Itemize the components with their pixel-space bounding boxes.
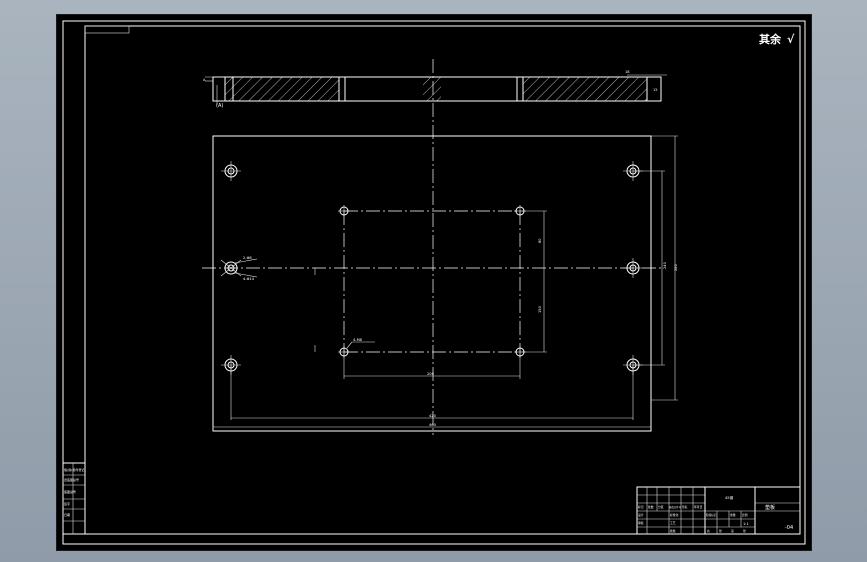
sheet-inner-border xyxy=(84,25,801,535)
tb-cell-2: 分区 xyxy=(658,505,664,509)
title-part-name: 垫板 xyxy=(765,504,775,511)
tb-cell-6: 设计 xyxy=(638,513,644,517)
tb-cell-10: 批准 xyxy=(670,529,676,533)
stamp-row-4: 签字 xyxy=(64,501,70,506)
hole-top-right xyxy=(623,161,643,181)
cad-drawing: 其余 √ A (A) 18 15 xyxy=(62,20,806,545)
stamp-row-2: 旧底图总号 xyxy=(64,477,79,482)
tb-cell-1: 处数 xyxy=(648,505,654,509)
dim-outer-width-b: 460 xyxy=(429,423,437,427)
tb-cell-16: 第 xyxy=(731,529,734,533)
tb-cell-5: 年月日 xyxy=(694,505,703,509)
section-view: A (A) 18 15 xyxy=(203,70,667,109)
dim-inner-height-a: 80 xyxy=(538,238,542,243)
drawing-viewport[interactable]: 其余 √ A (A) 18 15 xyxy=(56,14,812,551)
title-drawing-no: -04 xyxy=(785,525,793,531)
hole-callout-inner: 4-M8 xyxy=(353,338,363,342)
tb-cell-4: 签名 xyxy=(682,505,688,509)
dim-inner-width: 200 xyxy=(427,372,435,376)
hole-bottom-left xyxy=(221,355,241,375)
tb-cell-15: 张 xyxy=(719,529,722,533)
section-marker-a: A xyxy=(203,78,206,82)
stamp-row-3: 底图总号 xyxy=(64,489,76,494)
roughness-symbol: √ xyxy=(787,33,795,46)
plate-outline xyxy=(212,135,652,432)
dim-inner-height-b: 150 xyxy=(538,305,542,313)
tb-cell-3: 更改文件号 xyxy=(669,505,682,509)
tb-cell-7: 标准化 xyxy=(670,513,679,517)
title-material: 45钢 xyxy=(725,495,734,500)
title-block: 45钢 垫板 1:1 -04 标记 处数 分区 更改文件号 签名 年月日 设计 … xyxy=(636,486,801,535)
stamp-row-1: 借(通)用件登记 xyxy=(64,467,84,472)
section-outline xyxy=(212,76,662,102)
tb-cell-13: 比例 xyxy=(742,513,748,517)
hole-bottom-right xyxy=(623,355,643,375)
title-scale: 1:1 xyxy=(743,522,749,526)
left-stamp-table: 借(通)用件登记 旧底图总号 底图总号 签字 日期 xyxy=(62,462,86,535)
surface-roughness-note: 其余 xyxy=(759,32,782,46)
tb-cell-14: 共 xyxy=(707,529,710,533)
small-hole-2 xyxy=(514,205,526,217)
section-label: (A) xyxy=(216,103,223,109)
thickness-top-dim: 18 xyxy=(625,70,630,74)
tb-cell-12: 重量 xyxy=(730,513,736,517)
tb-cell-17: 张 xyxy=(743,529,746,533)
hole-top-left xyxy=(221,161,241,181)
small-hole-1 xyxy=(338,205,350,217)
section-hatch xyxy=(213,77,661,101)
hole-mid-right xyxy=(623,258,643,278)
stamp-row-5: 日期 xyxy=(64,512,70,517)
top-left-label-box xyxy=(84,25,130,34)
tb-cell-0: 标记 xyxy=(638,505,644,509)
plan-view: 240 280 420 460 80 150 200 xyxy=(202,59,678,435)
tb-cell-9: 工艺 xyxy=(670,521,676,525)
tb-cell-11: 阶段标记 xyxy=(706,513,717,517)
dim-outer-width-a: 420 xyxy=(429,414,437,418)
hole-callout-left: 2-Φ8 xyxy=(243,256,252,260)
hole-callout-left-2: 4-Φ14 xyxy=(243,277,255,281)
dim-right-height-b: 280 xyxy=(674,263,678,271)
thickness-dim: 15 xyxy=(653,88,658,92)
sheet-outer-border xyxy=(62,20,806,545)
small-hole-3 xyxy=(338,346,350,358)
small-hole-4 xyxy=(514,346,526,358)
tb-cell-8: 审核 xyxy=(638,521,644,525)
dim-right-height-a: 240 xyxy=(663,261,667,269)
